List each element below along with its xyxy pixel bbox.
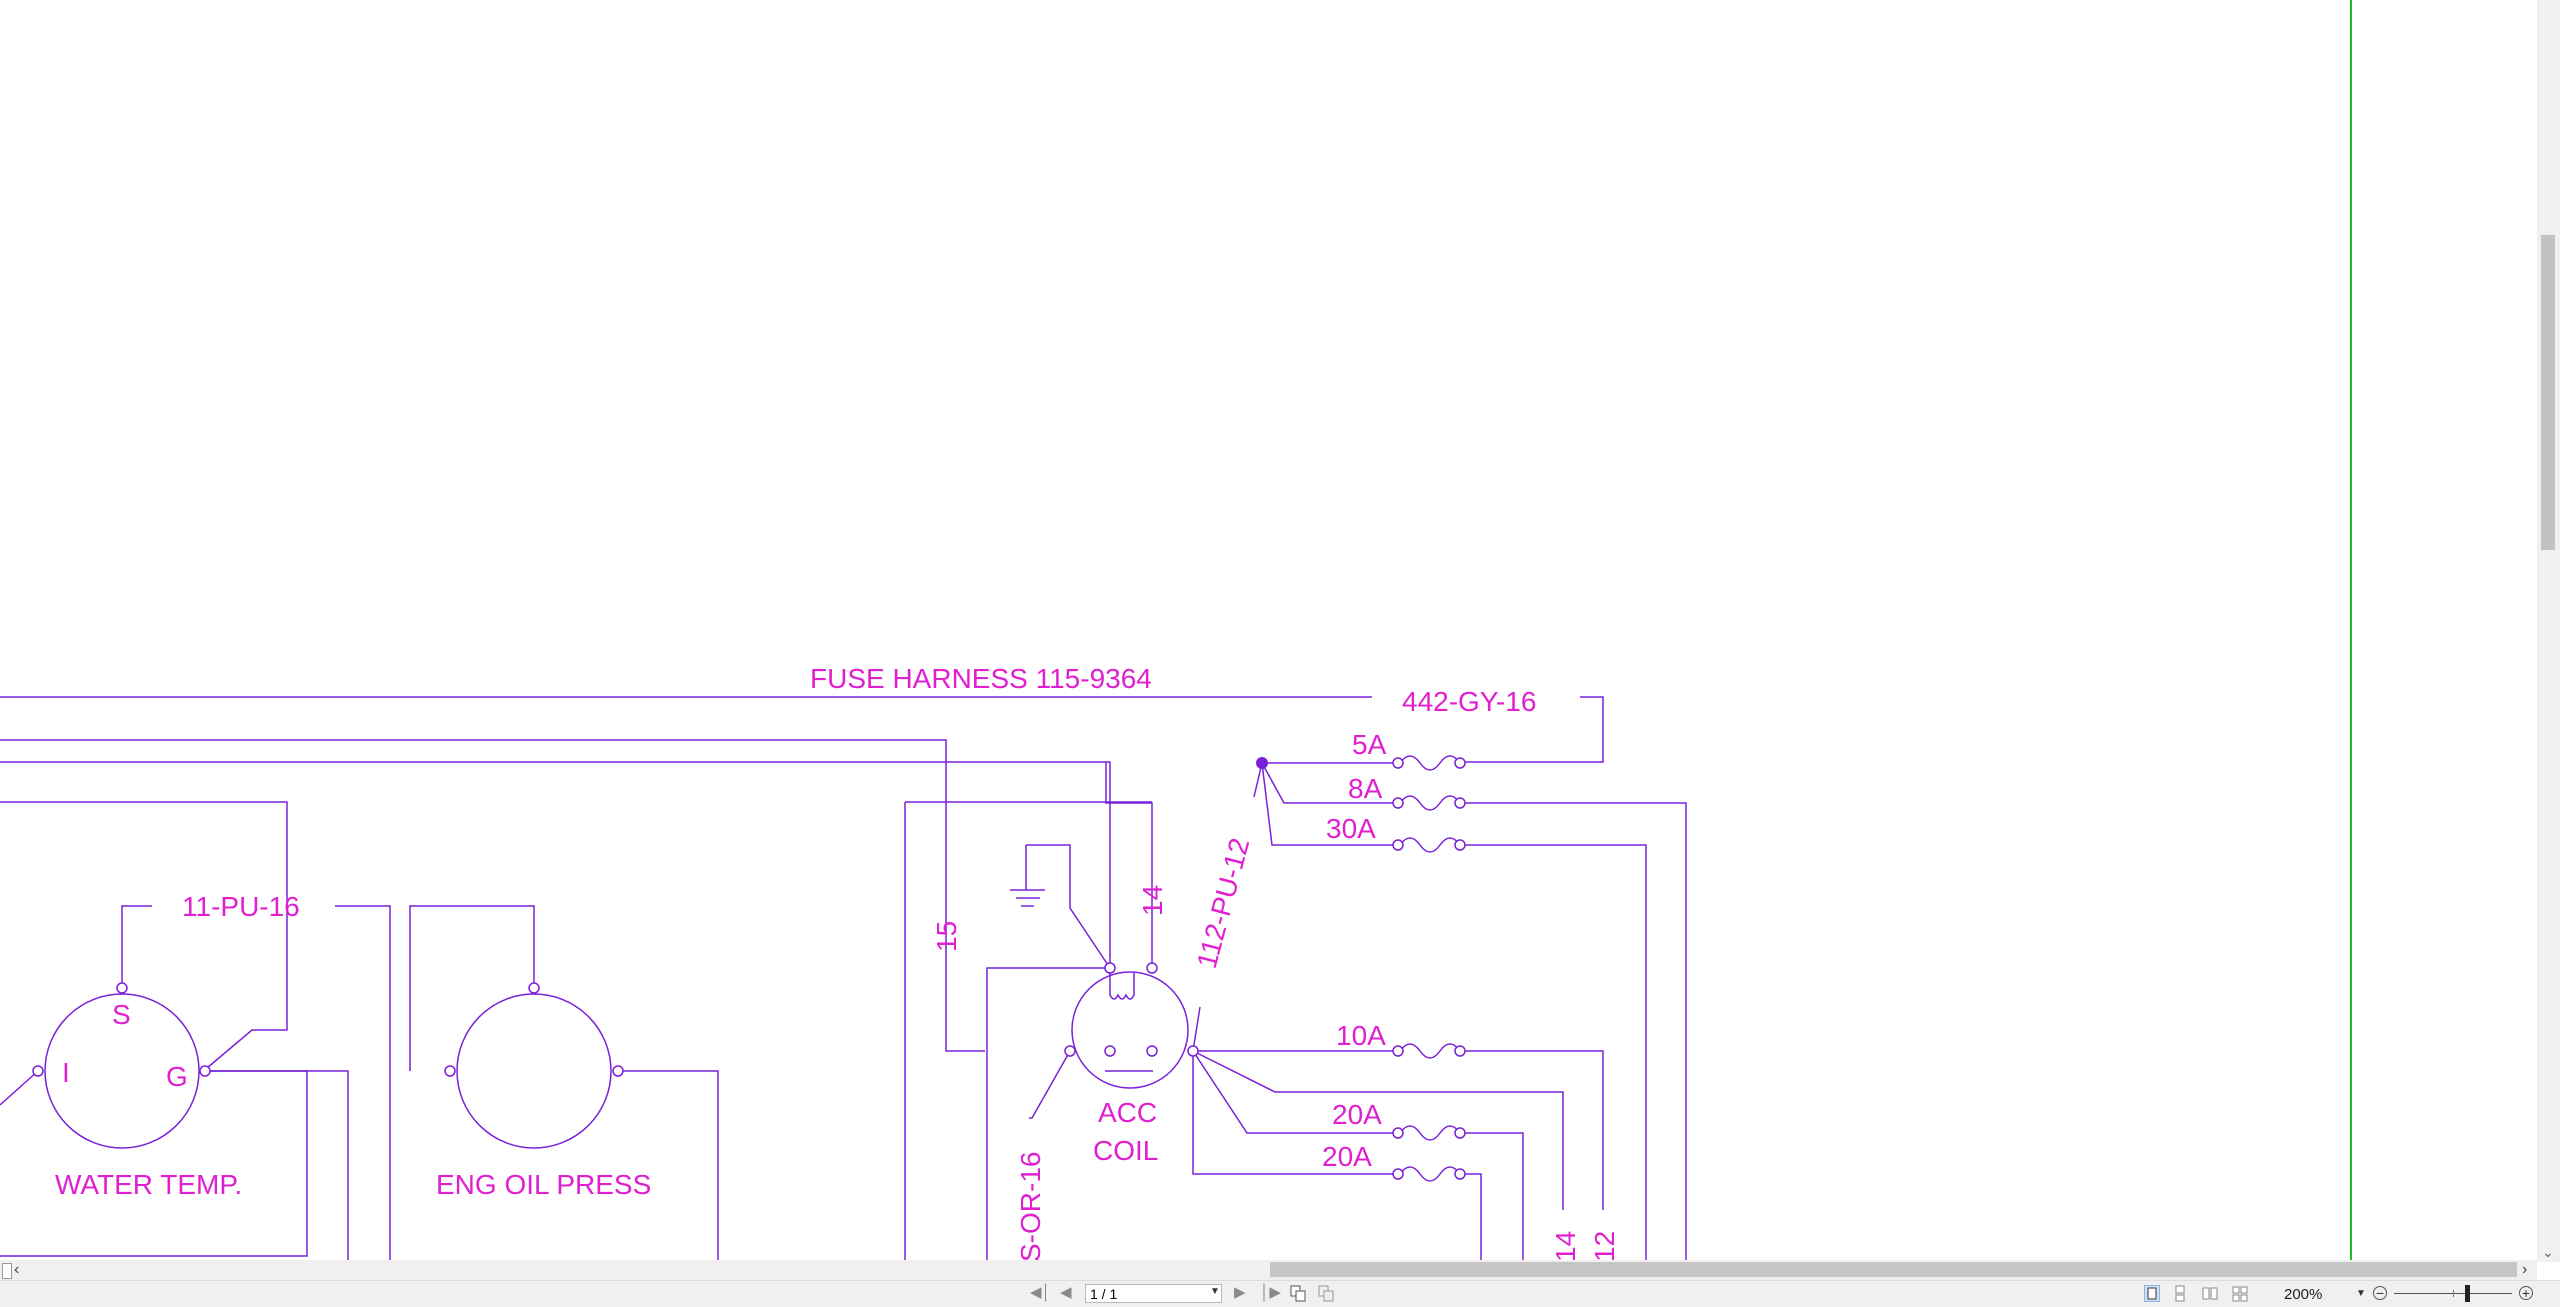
water-temp-label: WATER TEMP.: [55, 1169, 242, 1200]
fuse-label-5a: 5A: [1352, 729, 1387, 760]
harness-title: FUSE HARNESS 115-9364: [810, 663, 1152, 694]
first-page-icon[interactable]: ◀│: [1030, 1284, 1051, 1301]
junction-dot: [1256, 757, 1268, 769]
scroll-down-icon[interactable]: ⌄: [2542, 1244, 2554, 1260]
book-view-icon[interactable]: [2232, 1285, 2248, 1302]
wire-label-12-bottom: 12: [1589, 1231, 1620, 1260]
facing-pages-icon[interactable]: [2202, 1285, 2218, 1302]
eng-oil-press-label: ENG OIL PRESS: [436, 1169, 651, 1200]
terminal-g: G: [166, 1061, 188, 1092]
horizontal-scrollbar[interactable]: ‹ ›: [0, 1260, 2537, 1280]
scroll-right-icon[interactable]: ›: [2522, 1261, 2528, 1278]
document-canvas[interactable]: FUSE HARNESS 115-9364 442-GY-16 5A 8A 30…: [0, 0, 2560, 1262]
acc-label: ACC: [1098, 1097, 1157, 1128]
fuse-label-10a: 10A: [1336, 1020, 1386, 1051]
page-corner-icon: [2, 1263, 12, 1279]
fuse-label-20a-2: 20A: [1322, 1141, 1372, 1172]
scroll-left-icon[interactable]: ‹: [14, 1261, 20, 1278]
next-page-icon[interactable]: ▶: [1234, 1284, 1246, 1301]
wires: [0, 696, 1687, 1260]
wire-label-s-or: S-OR-16: [1015, 1152, 1046, 1260]
zoom-slider-tick: [2453, 1290, 2454, 1297]
labels: FUSE HARNESS 115-9364 442-GY-16 5A 8A 30…: [55, 663, 1620, 1262]
fuse-label-20a-1: 20A: [1332, 1099, 1382, 1130]
paste-page-icon[interactable]: [1318, 1285, 1334, 1302]
wire-label-14-bottom: 14: [1550, 1231, 1581, 1260]
single-page-view-icon[interactable]: [2144, 1285, 2160, 1302]
prev-page-icon[interactable]: ◀: [1060, 1284, 1072, 1301]
vertical-scroll-thumb[interactable]: [2541, 235, 2555, 550]
zoom-out-icon[interactable]: −: [2373, 1286, 2387, 1300]
horizontal-scroll-thumb[interactable]: [1270, 1262, 2517, 1277]
page-dropdown-icon[interactable]: ▼: [1210, 1286, 1220, 1297]
terminal-i: I: [62, 1057, 70, 1088]
zoom-slider-thumb[interactable]: [2464, 1285, 2470, 1302]
continuous-view-icon[interactable]: [2172, 1285, 2188, 1302]
status-bar: ◀│ ◀ ▼ ▶ │▶ 200% ▼ − +: [0, 1280, 2560, 1307]
page-number-input[interactable]: [1085, 1284, 1222, 1303]
terminals: [32, 757, 1466, 1180]
fuse-label-30a: 30A: [1326, 813, 1376, 844]
wire-label-15: 15: [931, 921, 962, 952]
vertical-scrollbar[interactable]: ⌄: [2537, 0, 2560, 1262]
wiring-schematic: FUSE HARNESS 115-9364 442-GY-16 5A 8A 30…: [0, 0, 2352, 1262]
fuse-label-8a: 8A: [1348, 773, 1383, 804]
last-page-icon[interactable]: │▶: [1260, 1284, 1281, 1301]
wire-label-112: 112-PU-12: [1191, 835, 1255, 972]
zoom-level: 200%: [2284, 1286, 2323, 1303]
wire-label-442: 442-GY-16: [1402, 686, 1536, 717]
copy-page-icon[interactable]: [1290, 1285, 1306, 1302]
wire-label-14: 14: [1137, 885, 1168, 916]
terminal-s: S: [112, 999, 131, 1030]
wire-label-11: 11-PU-16: [182, 891, 300, 922]
zoom-dropdown-icon[interactable]: ▼: [2356, 1288, 2366, 1299]
coil-label: COIL: [1093, 1135, 1158, 1166]
zoom-in-icon[interactable]: +: [2519, 1286, 2533, 1300]
